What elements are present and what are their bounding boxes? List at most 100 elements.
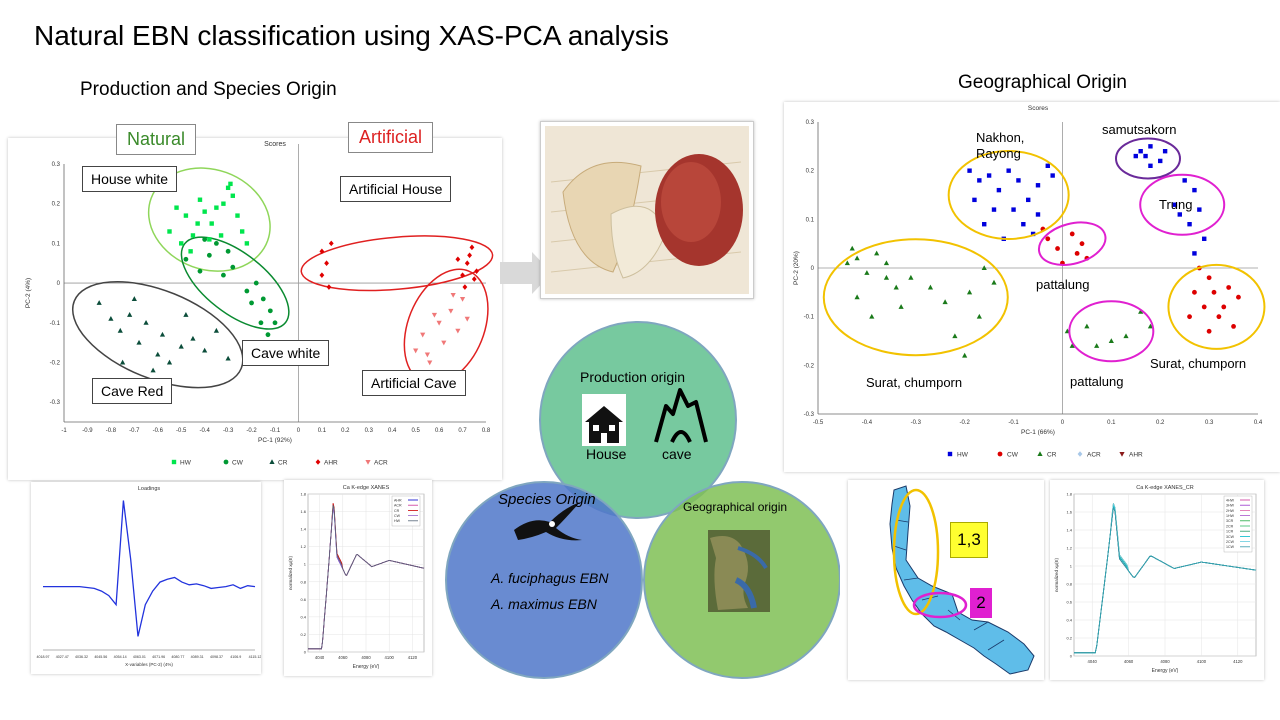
geo-point-cw — [1216, 314, 1222, 320]
score-point-acr — [441, 340, 447, 346]
y-tick-label: -0.3 — [50, 400, 61, 406]
x-tick-label: -0.9 — [82, 428, 93, 434]
chart-title: Ca K-edge XANES_CR — [1136, 485, 1193, 491]
y-tick-label: 1.2 — [1066, 546, 1072, 551]
y-tick-label: -0.2 — [804, 363, 815, 369]
legend-marker-acr — [1077, 451, 1083, 457]
artificial-label: Artificial — [348, 122, 434, 153]
geo-point-cr — [966, 289, 973, 295]
geo-point-cr — [849, 245, 855, 251]
chart-title: Scores — [264, 141, 286, 148]
geo-point-hw — [1050, 173, 1055, 178]
geo-point-hw — [1035, 183, 1041, 188]
score-point-hw — [228, 181, 233, 187]
geo-point-cr — [1069, 343, 1075, 348]
pattalung-low-annotation: pattalung — [1070, 374, 1124, 389]
cave-red-callout: Cave Red — [92, 378, 173, 404]
geo-point-cw — [1201, 304, 1207, 310]
y-tick-label: 0.2 — [1066, 636, 1072, 641]
x-tick-label: 0.8 — [482, 428, 491, 434]
score-point-hw — [197, 197, 203, 202]
geo-point-hw — [1030, 231, 1036, 237]
score-point-hw — [225, 185, 231, 191]
score-point-cw — [260, 296, 266, 302]
venn-diagram — [445, 321, 840, 679]
nakhon-rayong-annotation: Nakhon, Rayong — [976, 130, 1025, 162]
y-tick-label: 1.6 — [300, 509, 306, 514]
thailand-satellite-map-icon — [708, 530, 770, 612]
score-point-hw — [167, 229, 172, 234]
y-tick-label: 1 — [304, 562, 307, 567]
score-point-cr — [108, 316, 114, 321]
x-tick-label: 4040 — [1088, 659, 1098, 664]
legend-marker-ahr — [315, 459, 321, 465]
legend-label-cr: CR — [278, 460, 288, 467]
x-tick-label: -0.5 — [176, 428, 187, 434]
y-tick-label: 0.8 — [1066, 582, 1072, 587]
x-tick-label: -0.2 — [246, 428, 257, 434]
y-axis-label: normalized xμ(E) — [288, 555, 293, 590]
score-point-acr — [455, 328, 461, 334]
score-point-hw — [174, 205, 179, 210]
geo-point-cr — [893, 284, 899, 290]
geo-point-hw — [1016, 178, 1021, 183]
geo-point-hw — [967, 168, 972, 173]
venn-production-circle — [539, 321, 737, 519]
legend-marker-cr — [269, 459, 275, 464]
geo-point-cr — [991, 279, 997, 285]
xanes-curve — [1074, 507, 1257, 654]
legend-label-cr: CR — [1047, 452, 1057, 459]
y-tick-label: -0.3 — [804, 412, 815, 418]
geo-point-hw — [1133, 153, 1138, 159]
score-point-acr — [436, 320, 442, 326]
production-origin-title: Production origin — [580, 369, 686, 385]
score-point-cw — [265, 332, 271, 338]
score-point-ahr — [464, 260, 470, 267]
score-point-cr — [117, 327, 123, 333]
geo-point-cr — [1147, 323, 1154, 329]
x-tick-label: 0.1 — [1107, 420, 1116, 426]
geo-point-cr — [898, 304, 904, 309]
geo-point-hw — [1172, 202, 1178, 207]
score-point-acr — [431, 312, 438, 318]
geo-point-hw — [1202, 236, 1207, 241]
y-tick-label: 0.6 — [300, 597, 306, 602]
y-tick-label: -0.2 — [50, 360, 61, 366]
geo-point-hw — [986, 173, 992, 178]
legend-label-ahr: AHR — [324, 460, 338, 467]
y-tick-label: 1.2 — [300, 544, 306, 549]
legend-marker-cr — [1037, 451, 1043, 456]
score-point-cr — [155, 351, 161, 357]
geo-point-hw — [1143, 153, 1148, 159]
geo-point-hw — [1035, 212, 1041, 217]
y-tick-label: 1.4 — [1066, 528, 1072, 533]
trung-ellipse — [1139, 173, 1226, 236]
geo-point-cw — [1055, 246, 1060, 251]
legend-label: 3CR — [1226, 519, 1234, 523]
score-point-hw — [214, 205, 219, 210]
x-tick-label: -0.8 — [106, 428, 117, 434]
legend-label-cw: CW — [1007, 452, 1019, 459]
legend-label: HW — [394, 519, 401, 523]
score-point-ahr — [467, 252, 472, 259]
samutsakorn-ellipse — [1115, 137, 1181, 180]
geo-point-hw — [1187, 222, 1192, 227]
y-tick-label: 0.3 — [52, 162, 61, 168]
geo-point-cw — [1045, 236, 1051, 242]
geo-point-hw — [1177, 212, 1182, 217]
x-tick-label: 0 — [297, 428, 301, 434]
artificial-house-callout: Artificial House — [340, 176, 452, 202]
score-point-cr — [127, 312, 133, 317]
x-tick-label: 0.3 — [1205, 420, 1214, 426]
cw-ellipse — [180, 236, 290, 330]
legend-marker-acr — [365, 460, 371, 465]
geo-point-hw — [1182, 178, 1187, 183]
geo-point-cr — [981, 265, 987, 270]
legend-label: 2HW — [1226, 509, 1235, 513]
score-point-ahr — [326, 284, 332, 290]
x-tick-label: 4089.31 — [191, 655, 204, 659]
score-point-cr — [190, 335, 196, 341]
legend-label: 4HW — [1226, 498, 1235, 502]
